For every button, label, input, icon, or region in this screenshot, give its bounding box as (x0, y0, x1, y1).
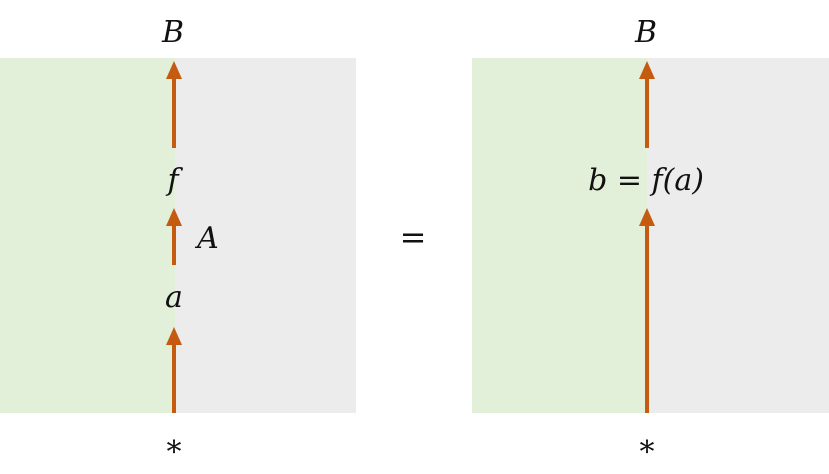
right-node-expression: b = f(a) (588, 163, 704, 198)
left-bottom-label: * (167, 435, 182, 470)
left-arrow-bottom (166, 327, 182, 413)
left-node-a: a (165, 280, 183, 315)
right-top-label: B (634, 15, 657, 50)
left-arrow-top (166, 61, 182, 148)
left-green-region (0, 58, 175, 413)
right-diagram: B b = f(a) * (472, 15, 829, 470)
equals-sign: = (400, 218, 427, 256)
left-diagram: B f A a * (0, 15, 356, 470)
left-arrow-middle (166, 208, 182, 265)
left-wire-label: A (194, 221, 219, 256)
right-arrow-bottom (639, 208, 655, 413)
right-arrow-top (639, 61, 655, 148)
right-green-region (472, 58, 647, 413)
left-top-label: B (161, 15, 184, 50)
right-gray-region (647, 58, 829, 413)
right-bottom-label: * (640, 435, 655, 470)
left-gray-region (175, 58, 356, 413)
